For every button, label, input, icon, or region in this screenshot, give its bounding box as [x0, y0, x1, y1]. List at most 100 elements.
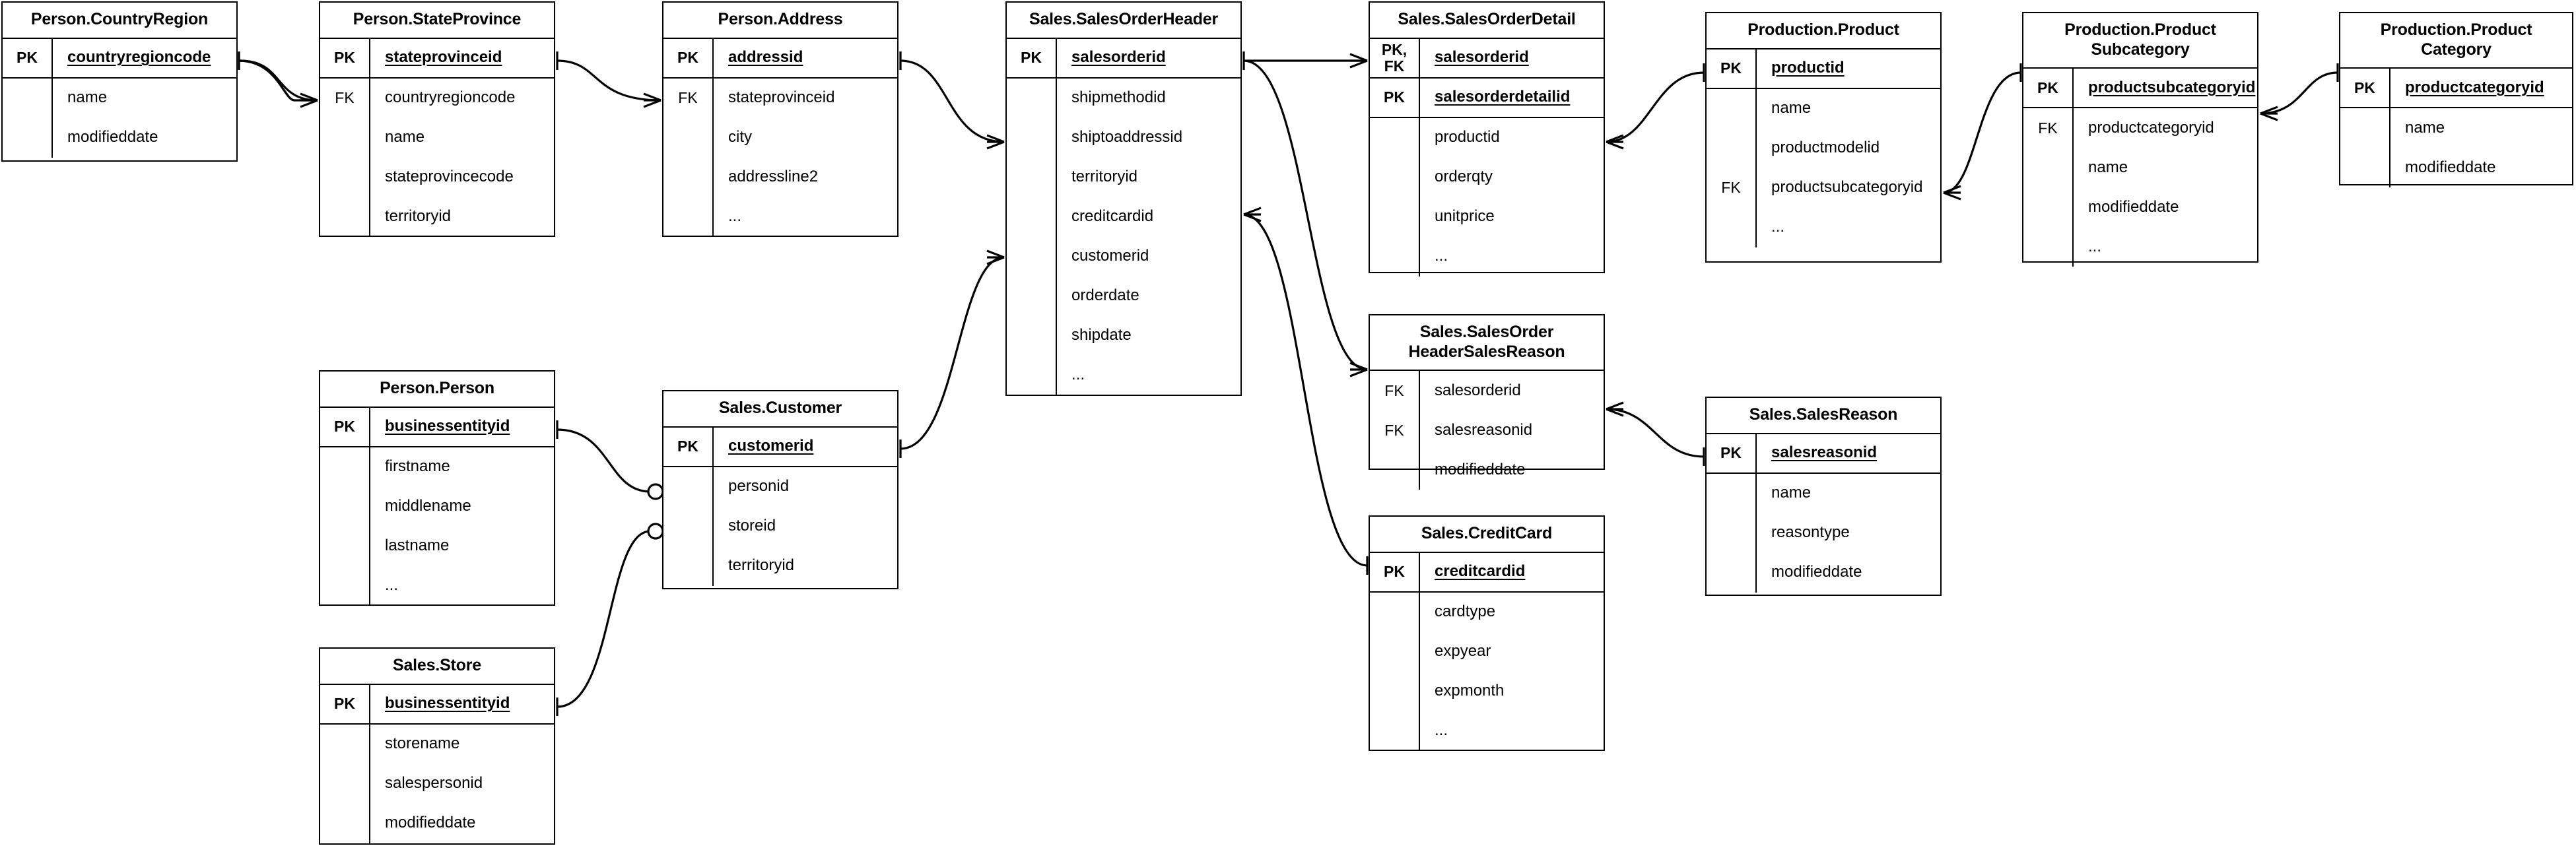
attribute-row[interactable]: ... [663, 197, 897, 237]
attribute-row[interactable]: productid [1370, 117, 1604, 158]
attribute-row[interactable]: personid [663, 467, 897, 507]
attribute-row[interactable]: territoryid [320, 197, 554, 237]
attribute-row[interactable]: modifieddate [320, 803, 554, 843]
attribute-key-badge [1007, 117, 1057, 158]
attribute-row[interactable]: orderqty [1370, 157, 1604, 197]
attribute-row[interactable]: name [3, 78, 236, 118]
attribute-key-badge: FK [2023, 108, 2074, 148]
attribute-name: customerid [1071, 247, 1149, 265]
attribute-name: creditcardid [1071, 207, 1154, 226]
attribute-row[interactable]: ... [2023, 227, 2257, 267]
attribute-row[interactable]: expmonth [1370, 671, 1604, 711]
attribute-row[interactable]: ... [1707, 207, 1940, 247]
attribute-row[interactable]: shiptoaddressid [1007, 117, 1240, 158]
attribute-row[interactable]: expyear [1370, 632, 1604, 672]
attribute-row[interactable]: name [320, 117, 554, 158]
attribute-row[interactable]: ... [1370, 711, 1604, 751]
attribute-row[interactable]: ... [1370, 236, 1604, 277]
attribute-row[interactable]: modifieddate [1370, 450, 1604, 490]
attribute-row[interactable]: salespersonid [320, 764, 554, 804]
attribute-name: shiptoaddressid [1071, 128, 1183, 146]
attribute-row[interactable]: modifieddate [3, 117, 236, 158]
attribute-name: expmonth [1435, 682, 1505, 700]
attribute-row[interactable]: addressline2 [663, 157, 897, 197]
attribute-row[interactable]: name [2340, 108, 2572, 148]
attribute-row[interactable]: cardtype [1370, 592, 1604, 632]
attribute-row[interactable]: creditcardid [1007, 197, 1240, 237]
attribute-row[interactable]: modifieddate [2340, 148, 2572, 187]
attribute-name: modifieddate [2405, 158, 2496, 176]
attribute-row[interactable]: modifieddate [1707, 552, 1940, 593]
attribute-name: name [67, 88, 108, 107]
attribute-row[interactable]: middlename [320, 486, 554, 527]
attribute-row[interactable]: storeid [663, 506, 897, 546]
attribute-row[interactable]: territoryid [1007, 157, 1240, 197]
attribute-row[interactable]: city [663, 117, 897, 158]
attribute-row[interactable]: firstname [320, 447, 554, 487]
attribute-row[interactable]: storename [320, 724, 554, 764]
attribute-key-badge: PK,FK [1370, 38, 1420, 77]
attribute-name: middlename [385, 497, 471, 515]
attribute-key-badge [2023, 227, 2074, 267]
attribute-row[interactable]: ... [1007, 355, 1240, 395]
attribute-row[interactable]: territoryid [663, 546, 897, 586]
attribute-row[interactable]: lastname [320, 526, 554, 566]
attribute-row[interactable]: unitprice [1370, 197, 1604, 237]
attribute-row[interactable]: modifieddate [2023, 187, 2257, 227]
attribute-row[interactable]: stateprovincecode [320, 157, 554, 197]
attribute-name: storename [385, 734, 460, 753]
attribute-row[interactable]: shipdate [1007, 315, 1240, 356]
attribute-row[interactable]: name [2023, 148, 2257, 187]
attribute-row[interactable]: orderdate [1007, 276, 1240, 316]
attribute-key-badge: PK [2340, 69, 2390, 107]
attribute-key-badge [2340, 148, 2390, 187]
attribute-row[interactable]: name [1707, 88, 1940, 129]
attribute-row[interactable]: customerid [1007, 236, 1240, 277]
attribute-row[interactable]: shipmethodid [1007, 78, 1240, 118]
attribute-key-badge [663, 157, 714, 197]
attribute-key-badge [663, 506, 714, 546]
attribute-row[interactable]: ... [320, 566, 554, 606]
attribute-row[interactable]: name [1707, 473, 1940, 513]
attribute-row[interactable]: reasontype [1707, 513, 1940, 553]
attribute-row[interactable]: productmodelid [1707, 128, 1940, 168]
attribute-name: unitprice [1435, 207, 1495, 226]
